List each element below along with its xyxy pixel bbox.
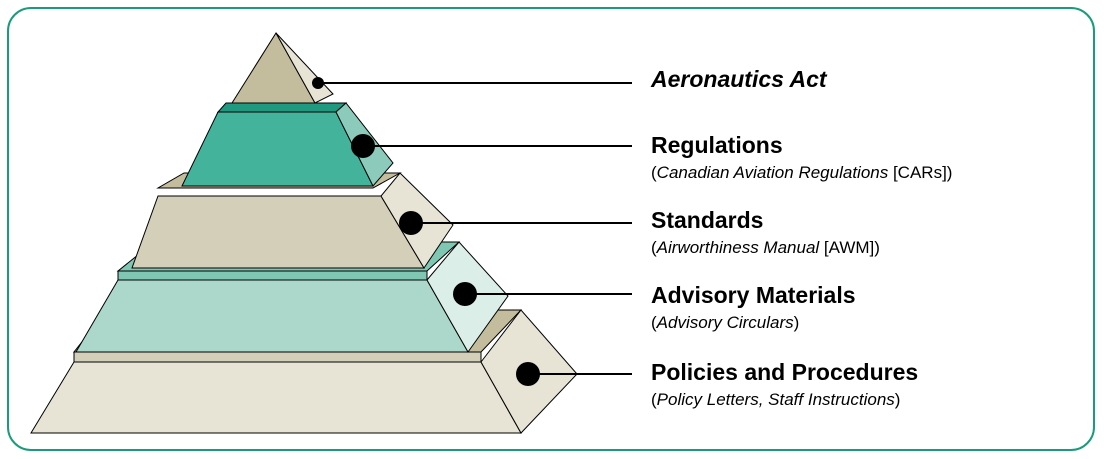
label-subtitle-policies: (Policy Letters, Staff Instructions) <box>651 390 901 409</box>
diagram-frame <box>7 7 1095 451</box>
label-subtitle-standards: (Airworthiness Manual [AWM]) <box>651 238 880 257</box>
label-title-regulations: Regulations <box>651 132 783 158</box>
tier-policies-top-band <box>73 351 482 363</box>
label-title-policies: Policies and Procedures <box>651 359 919 385</box>
label-subtitle-advisory: (Advisory Circulars) <box>651 313 800 332</box>
label-regulations: Regulations (Canadian Aviation Regulatio… <box>651 132 952 184</box>
label-title-advisory: Advisory Materials <box>651 282 856 308</box>
label-title-standards: Standards <box>651 207 764 233</box>
tier-policies-front <box>30 361 522 434</box>
tier-advisory-front <box>75 279 469 353</box>
label-standards: Standards (Airworthiness Manual [AWM]) <box>651 207 880 259</box>
tier-standards-front <box>131 195 425 269</box>
pyramid-tier-regulations <box>181 102 632 187</box>
label-title-act: Aeronautics Act <box>651 66 827 92</box>
label-advisory-materials: Advisory Materials (Advisory Circulars) <box>651 282 856 334</box>
label-policies-procedures: Policies and Procedures (Policy Letters,… <box>651 359 918 411</box>
tier-advisory-top-band <box>117 270 428 281</box>
label-subtitle-regulations: (Canadian Aviation Regulations [CARs]) <box>651 163 953 182</box>
label-aeronautics-act: Aeronautics Act <box>651 66 827 92</box>
tier-regulations-top <box>216 102 348 113</box>
pyramid-tier-act <box>231 32 632 104</box>
pyramid-tier-standards <box>131 172 632 269</box>
